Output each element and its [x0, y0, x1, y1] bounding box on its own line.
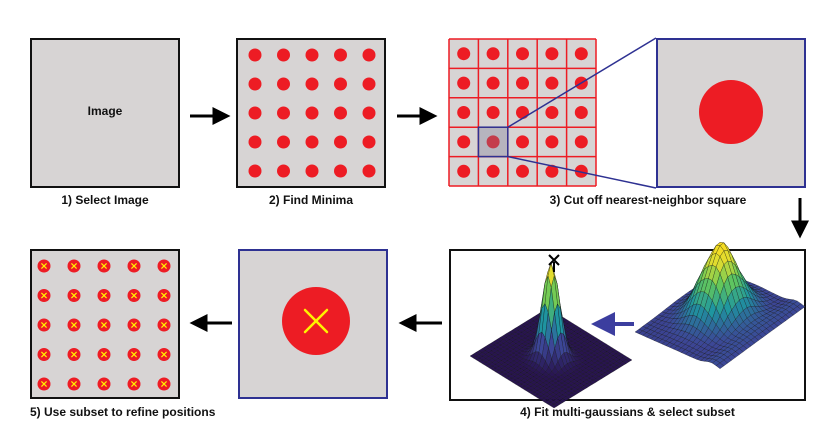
refined-cross [100, 380, 108, 388]
minimum-spot [305, 77, 319, 91]
refined-spot [282, 287, 350, 355]
minimum-spot [305, 135, 319, 149]
minimum-spot [305, 48, 319, 62]
step-2-label: 2) Find Minima [269, 193, 353, 207]
grid-spot [457, 47, 471, 61]
grid-spot [486, 76, 500, 90]
step-3-label: 3) Cut off nearest-neighbor square [549, 193, 747, 207]
grid-spot [545, 76, 559, 90]
refined-cross [100, 262, 108, 270]
grid-spot [486, 164, 500, 178]
refined-cross [70, 321, 78, 329]
minimum-spot [277, 48, 290, 62]
grid-spot [457, 106, 471, 119]
grid-spot [516, 135, 529, 149]
refined-cross [70, 351, 78, 358]
grid-spot [516, 164, 529, 178]
grid-spot [486, 47, 500, 61]
fit-center-cross-icon [303, 308, 329, 334]
refined-cross [130, 380, 138, 388]
refined-cross [70, 292, 78, 299]
minimum-spot [362, 106, 376, 120]
select-image-panel: Image [30, 38, 180, 188]
grid-spot [545, 135, 559, 149]
minimum-spot [334, 48, 347, 62]
fitted-gaussian-surface [469, 262, 633, 409]
step-4-label: 4) Fit multi-gaussians & select subset [520, 405, 735, 419]
image-placeholder-text: Image [87, 104, 123, 118]
zoom-connector-line [507, 37, 657, 128]
measured-intensity-surface [634, 242, 806, 369]
refined-cross [160, 292, 168, 299]
refined-cross [40, 380, 48, 388]
refined-cross [100, 292, 108, 299]
zoom-square-panel [656, 38, 806, 188]
refined-cross [70, 262, 78, 270]
selected-square [477, 126, 509, 158]
grid-spot [574, 164, 588, 178]
refined-cross [130, 321, 138, 329]
minimum-spot [334, 135, 347, 149]
minimum-spot [334, 164, 347, 178]
refined-cross [40, 351, 48, 358]
refined-spot-panel [238, 249, 388, 399]
refined-cross [40, 321, 48, 329]
grid-spot [574, 106, 588, 119]
zoom-spot [699, 80, 763, 144]
grid-spot [457, 76, 471, 90]
refined-cross [160, 380, 168, 388]
peak-marker-icon [548, 254, 560, 266]
minimum-spot [248, 164, 262, 178]
refined-cross [40, 292, 48, 299]
refined-cross [100, 321, 108, 329]
refined-cross [160, 262, 168, 270]
refined-cross [160, 321, 168, 329]
minimum-spot [334, 77, 347, 91]
grid-spot [486, 135, 500, 149]
minimum-spot [277, 77, 290, 91]
minimum-spot [305, 164, 319, 178]
minimum-spot [277, 135, 290, 149]
minimum-spot [248, 48, 262, 62]
minimum-spot [248, 77, 262, 91]
grid-spot [545, 106, 559, 119]
minimum-spot [248, 135, 262, 149]
minimum-spot [305, 106, 319, 120]
refined-cross [100, 351, 108, 358]
refined-cross [130, 262, 138, 270]
refined-cross [130, 351, 138, 358]
step-5-label: 5) Use subset to refine positions [30, 405, 216, 419]
grid-spot [516, 76, 529, 90]
refined-cross [130, 292, 138, 299]
grid-spot [457, 135, 471, 149]
minimum-spot [362, 77, 376, 91]
minimum-spot [362, 135, 376, 149]
refined-cross [40, 262, 48, 270]
minimum-spot [248, 106, 262, 120]
minimum-spot [362, 164, 376, 178]
grid-spot [457, 164, 471, 178]
refined-cross [160, 351, 168, 358]
grid-spot [545, 47, 559, 61]
grid-spot [545, 164, 559, 178]
minimum-spot [362, 48, 376, 62]
step-1-label: 1) Select Image [61, 193, 149, 207]
refined-cross [70, 380, 78, 388]
minimum-spot [334, 106, 347, 120]
zoom-connector-line [507, 155, 657, 189]
minimum-spot [277, 106, 290, 120]
grid-spot [574, 47, 588, 61]
grid-spot [574, 135, 588, 149]
grid-spot [486, 106, 500, 119]
minimum-spot [277, 164, 290, 178]
grid-spot [516, 47, 529, 61]
